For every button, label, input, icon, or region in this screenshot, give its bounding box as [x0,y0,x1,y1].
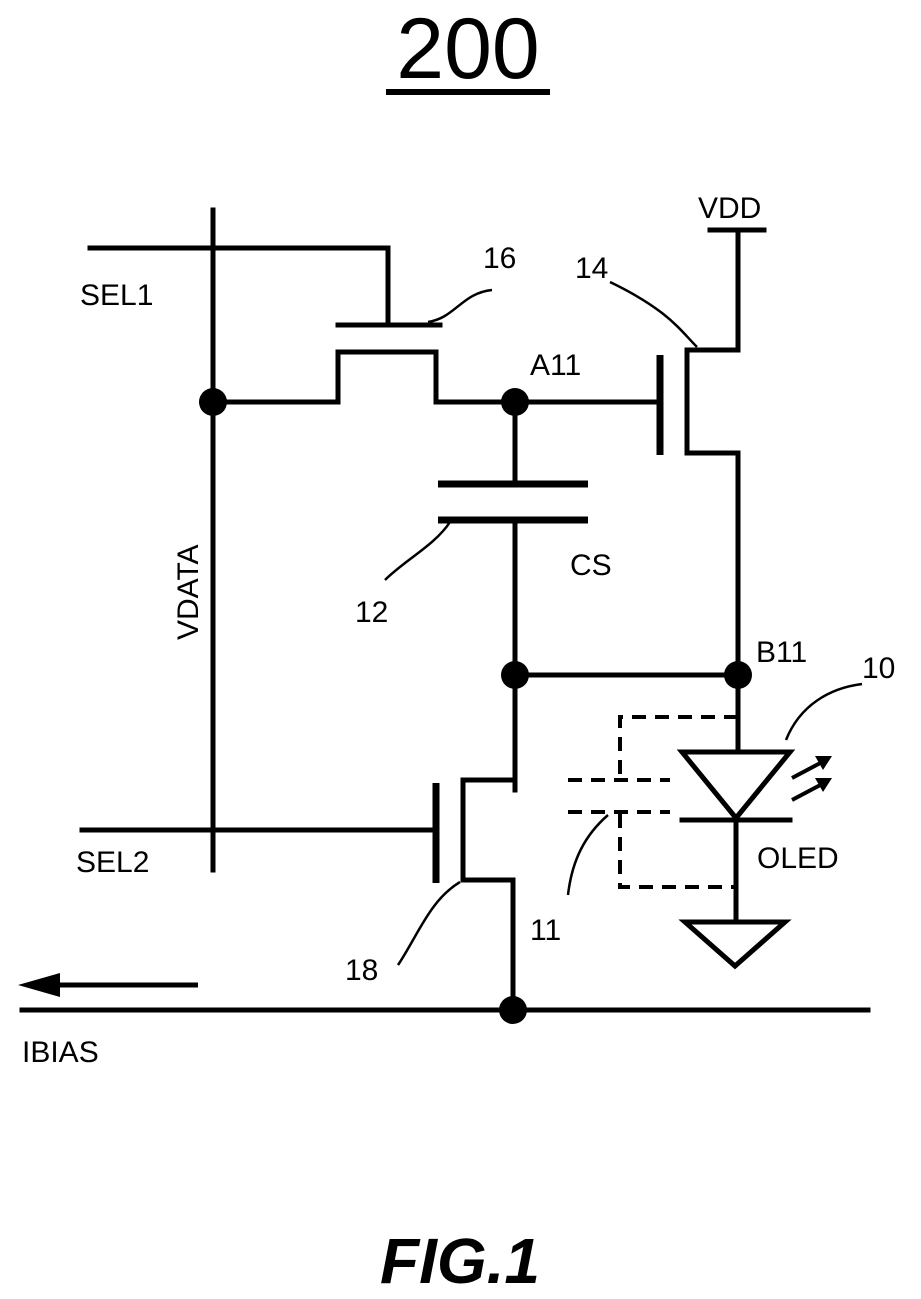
ref-12: 12 [355,596,388,629]
figure-number-title: 200 [396,1,540,97]
junction-dot-a11 [501,388,529,416]
junction-dot-ibias [499,996,527,1024]
figure-label: FIG.1 [380,1225,540,1297]
junction-dot-cs-bottom [501,661,529,689]
ibias-label: IBIAS [22,1036,99,1069]
ref-11-leader [568,815,608,895]
ref-14: 14 [575,252,608,285]
sel2-label: SEL2 [76,846,149,879]
ref-14-leader [610,282,697,347]
parasitic-cap-bottom [620,814,738,887]
vdd-label: VDD [698,192,761,225]
ibias-arrow-head [18,973,60,997]
transistor-18-channel [463,780,515,1010]
ref-18-leader [398,882,460,965]
cs-label: CS [570,549,612,582]
ref-18: 18 [345,954,378,987]
sel1-label: SEL1 [80,279,153,312]
ref-16-leader [428,290,492,322]
oled-label: OLED [757,842,839,875]
ground-symbol [685,922,785,966]
junction-dot-vdata [199,388,227,416]
ref-16: 16 [483,242,516,275]
ref-11: 11 [530,914,561,947]
vdata-label: VDATA [172,544,205,640]
oled-diode-triangle [682,752,790,818]
transistor-16-channel [213,352,515,402]
light-emission-icon [792,756,832,800]
ref-10: 10 [862,652,895,685]
ref-10-leader [786,684,862,740]
a11-label: A11 [530,349,581,382]
ref-12-leader [385,522,450,580]
junction-dot-b11 [724,661,752,689]
transistor-14-channel [687,230,738,675]
b11-label: B11 [756,636,807,669]
